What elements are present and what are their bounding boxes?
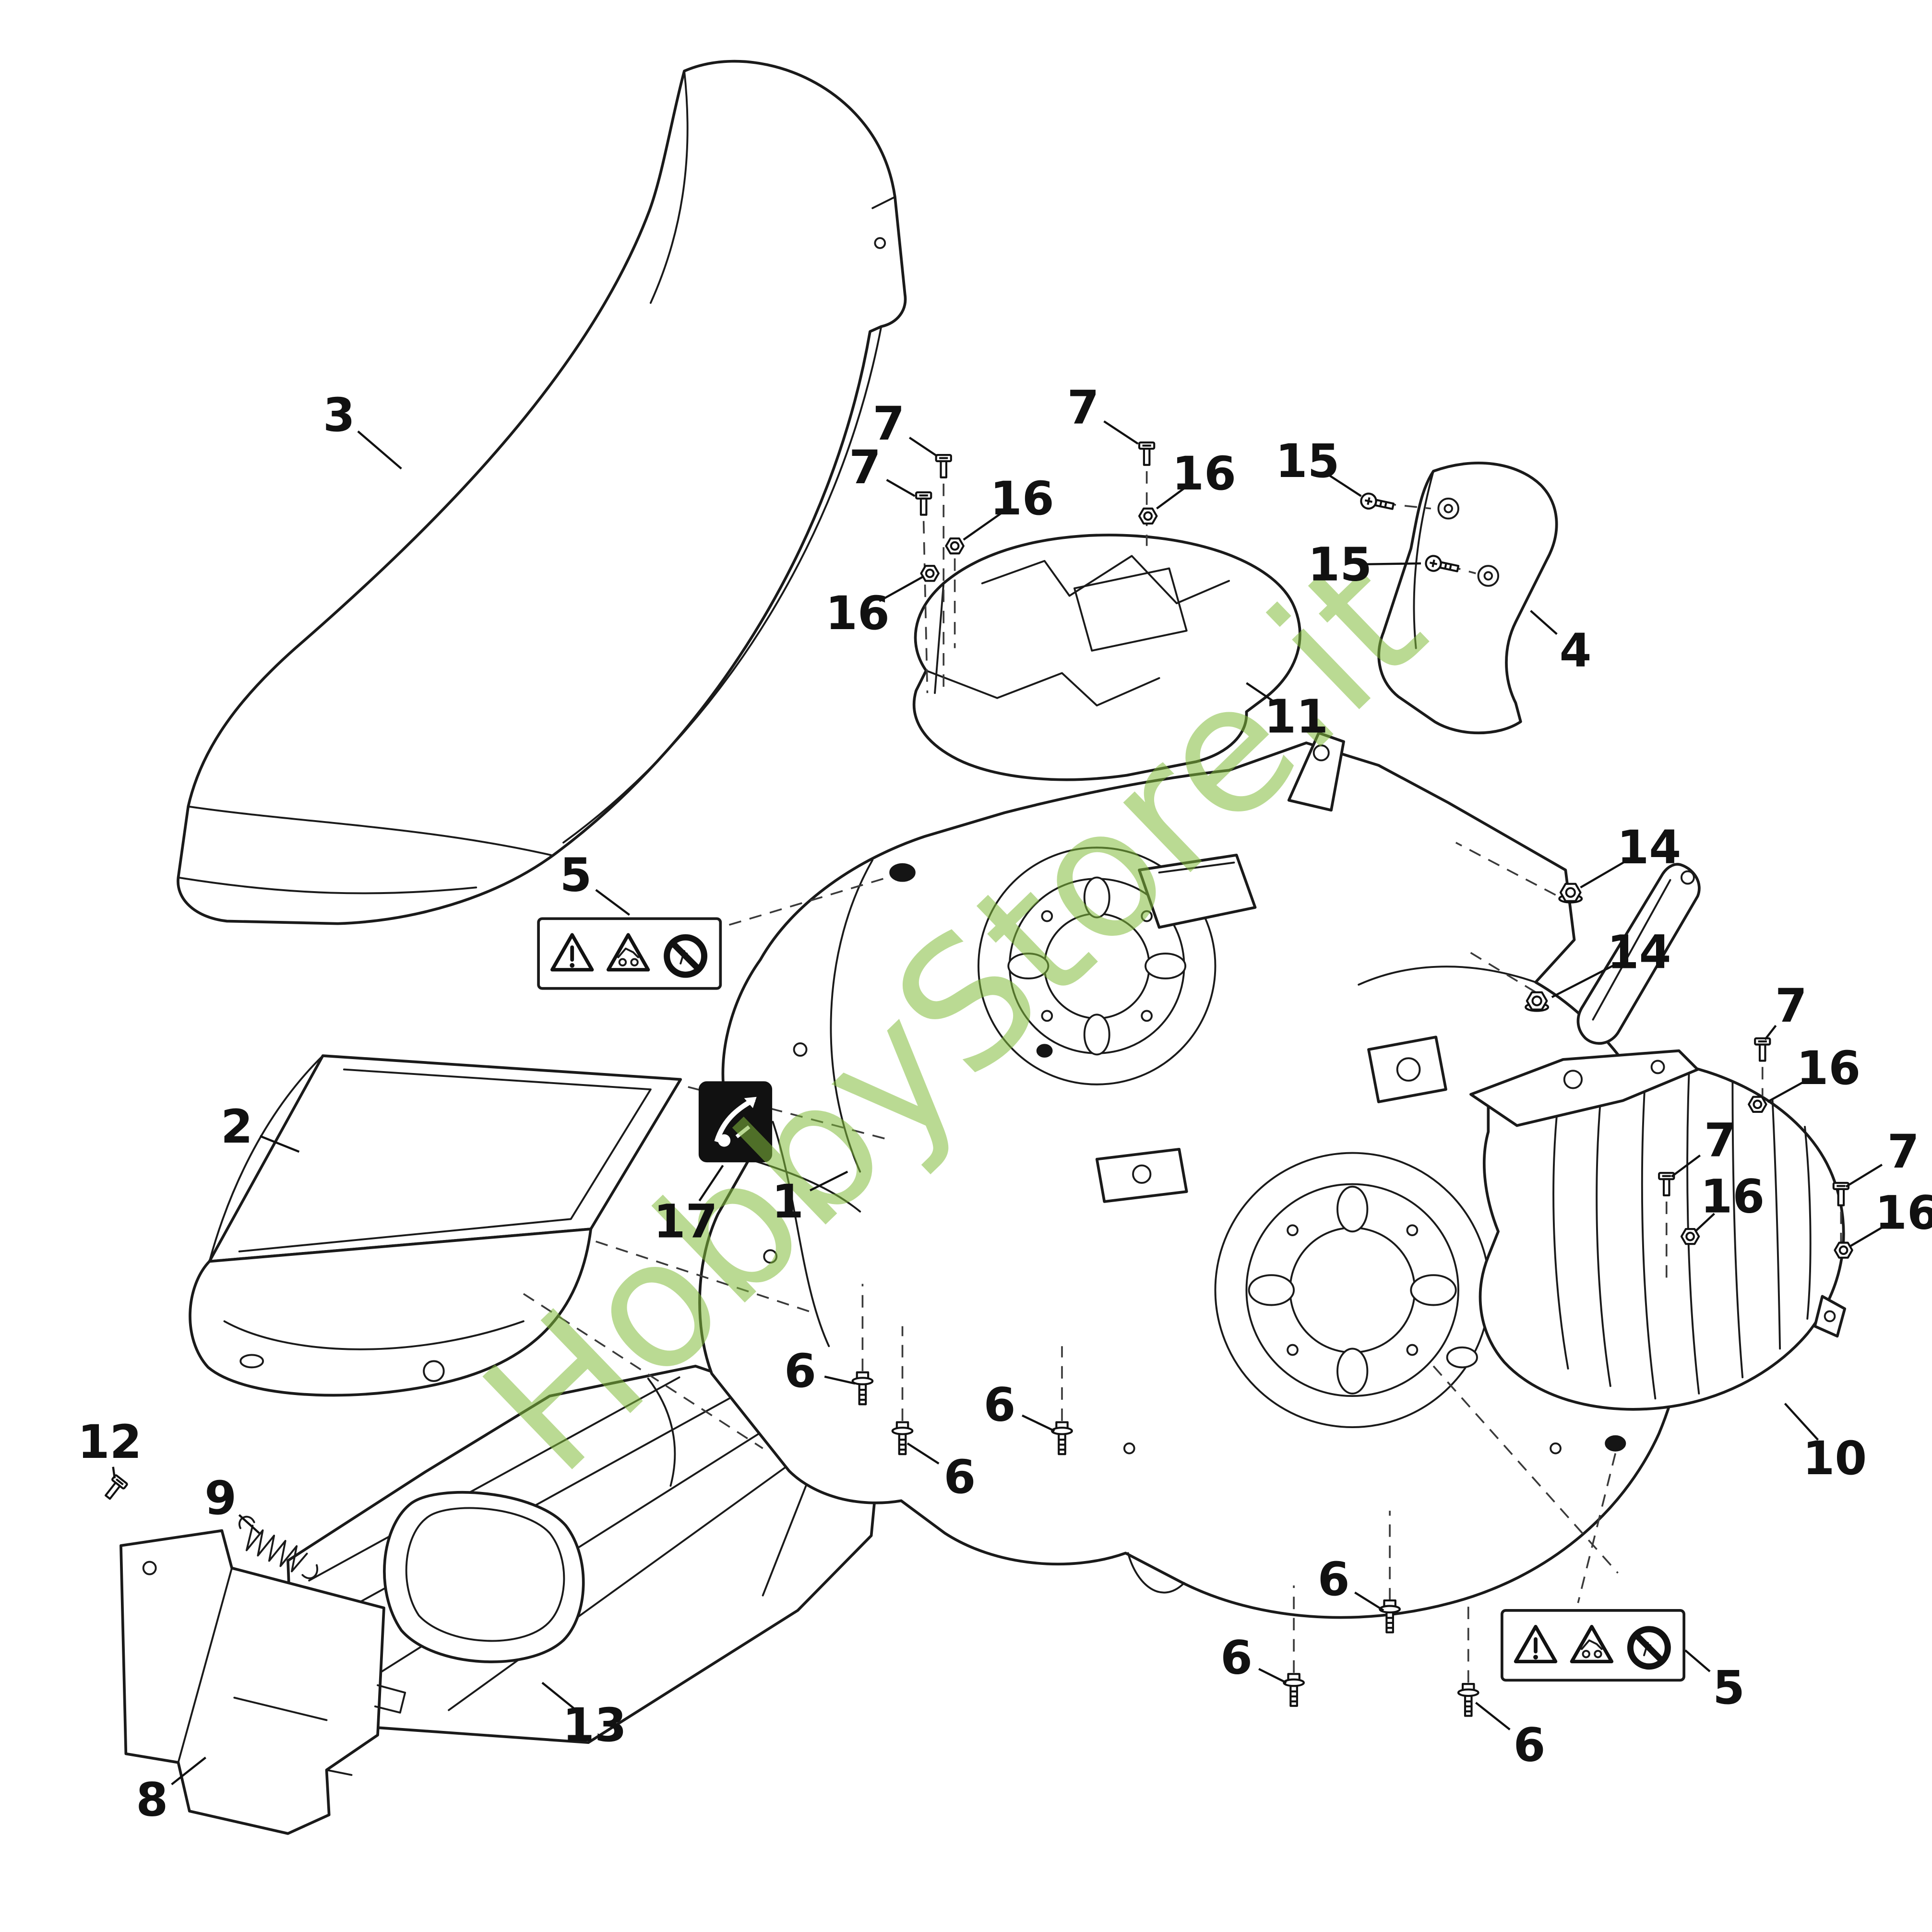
callout-leader-16: [1767, 1079, 1807, 1103]
part-8-bracket: [119, 1529, 406, 1835]
callout-leader-15: [1365, 562, 1421, 566]
callout-leader-6: [1354, 1591, 1384, 1611]
callout-leader-2: [259, 1135, 300, 1153]
callout-4: 4: [1560, 624, 1592, 678]
alignment-dashed-lines: [523, 471, 1842, 1683]
screw-7-icon: [916, 492, 931, 515]
callout-leader-14: [1551, 963, 1618, 998]
callout-11: 11: [1264, 690, 1328, 744]
part-4-bracket: [1377, 461, 1558, 735]
callout-leader-10: [1784, 1403, 1819, 1441]
callout-5: 5: [1713, 1661, 1745, 1715]
callout-leader-4: [1530, 610, 1558, 635]
callout-leader-11: [1246, 682, 1276, 704]
part-10-cover: [1469, 1049, 1847, 1411]
callout-leader-3: [357, 430, 402, 470]
callout-6: 6: [984, 1378, 1016, 1431]
callout-leader-15: [1328, 474, 1362, 497]
callout-2: 2: [221, 1100, 253, 1154]
callout-16: 16: [1701, 1170, 1765, 1224]
screw-6-icon: [1284, 1674, 1304, 1705]
callout-leader-14: [1580, 859, 1628, 889]
callout-7: 7: [1704, 1114, 1736, 1168]
callout-16: 16: [1797, 1041, 1861, 1095]
callout-layer: 3777161615151641114145716277161617166612…: [78, 381, 1932, 1826]
callout-5: 5: [560, 848, 592, 902]
callout-14: 14: [1607, 925, 1671, 979]
callout-1: 1: [772, 1175, 804, 1228]
screw-7-icon: [1139, 442, 1154, 465]
part-2-catcher: [189, 1054, 682, 1397]
screw-7-icon: [936, 455, 951, 477]
callout-6: 6: [1514, 1718, 1546, 1772]
callout-leader-16: [1694, 1213, 1715, 1232]
callout-6: 6: [1220, 1631, 1252, 1685]
callout-leader-16: [1849, 1224, 1886, 1248]
callout-leader-13: [541, 1682, 576, 1710]
callout-17: 17: [654, 1194, 718, 1248]
callout-15: 15: [1308, 538, 1372, 592]
callout-leader-16: [879, 576, 923, 602]
screw-6-icon: [1458, 1684, 1479, 1716]
callout-6: 6: [944, 1450, 976, 1504]
callout-leader-7: [1845, 1164, 1883, 1188]
callout-leader-17: [698, 1165, 724, 1202]
part-1-deck: [698, 731, 1691, 1619]
callout-leader-7: [886, 479, 916, 497]
safety-label-5: [1502, 1610, 1684, 1680]
callout-8: 8: [136, 1773, 168, 1827]
callout-leader-6: [906, 1442, 940, 1465]
callout-15: 15: [1276, 434, 1340, 488]
callout-leader-5: [1684, 1649, 1711, 1672]
callout-leader-6: [1022, 1414, 1055, 1432]
callout-7: 7: [849, 441, 881, 494]
nut-16-icon: [1749, 1097, 1766, 1112]
callout-leader-7: [1764, 1025, 1777, 1040]
callout-7: 7: [1067, 381, 1099, 434]
callout-6: 6: [1318, 1552, 1350, 1606]
callout-leader-6: [1475, 1702, 1511, 1730]
support-rod: [1576, 863, 1701, 1045]
callout-leader-6: [824, 1375, 856, 1385]
callout-7: 7: [873, 397, 905, 451]
callout-leader-1: [810, 1170, 848, 1192]
safety-label-5: [538, 918, 720, 988]
nut-16-icon: [1835, 1243, 1852, 1258]
callout-7: 7: [1887, 1125, 1920, 1179]
callout-leader-16: [1156, 488, 1185, 510]
callout-leader-16: [963, 512, 1002, 541]
callout-leader-12: [112, 1467, 116, 1479]
callout-13: 13: [562, 1698, 627, 1752]
callout-7: 7: [1775, 979, 1807, 1033]
discharge-warning-sticker-icon: [698, 1081, 773, 1163]
callout-leader-8: [171, 1756, 206, 1786]
callout-leader-7: [1670, 1154, 1701, 1178]
callout-6: 6: [784, 1344, 816, 1398]
callout-9: 9: [204, 1471, 237, 1525]
nut-16-icon: [1139, 509, 1157, 524]
nut-16-icon: [921, 566, 938, 581]
callout-14: 14: [1617, 821, 1682, 874]
part-13-baffle: [286, 1364, 882, 1744]
callout-leader-7: [908, 437, 938, 457]
callout-16: 16: [1172, 447, 1236, 501]
callout-16: 16: [990, 472, 1054, 525]
callout-leader-6: [1258, 1668, 1287, 1684]
callout-3: 3: [323, 388, 355, 442]
nut-16-icon: [946, 538, 963, 553]
callout-16: 16: [825, 586, 890, 640]
callout-10: 10: [1803, 1431, 1867, 1485]
callout-16: 16: [1875, 1186, 1932, 1240]
callout-leader-5: [595, 889, 631, 916]
screw-7-icon: [1755, 1038, 1770, 1061]
screw-12-icon: [102, 1475, 127, 1502]
callout-leader-7: [1103, 420, 1139, 445]
part-9-spring: [239, 1515, 319, 1579]
callout-leader-9: [238, 1514, 260, 1534]
callout-12: 12: [78, 1415, 142, 1469]
part-11-belt-cover: [912, 534, 1301, 781]
part-3-chute: [177, 60, 907, 925]
screw-15-icon: [1360, 492, 1395, 514]
